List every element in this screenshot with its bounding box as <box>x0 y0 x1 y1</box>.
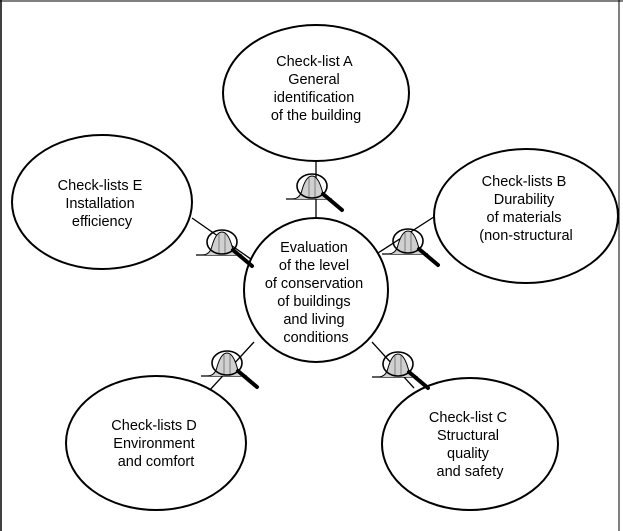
checklist-d-text: Check-lists D Environment and comfort <box>111 418 200 470</box>
magnifier-icon <box>199 349 259 389</box>
center-line-5: and living <box>283 312 344 328</box>
checklist-b-line-4: (non-structural <box>479 228 572 244</box>
center-line-2: of the level <box>279 258 349 274</box>
checklist-c-line-4: and safety <box>437 464 505 480</box>
checklist-a-line-3: identification <box>274 90 355 106</box>
checklist-e-text: Check-lists E Installation efficiency <box>58 178 147 230</box>
checklist-a-line-1: Check-list A <box>276 54 353 70</box>
checklist-c-line-3: quality <box>447 446 490 462</box>
checklist-e-line-3: efficiency <box>72 214 133 230</box>
checklist-c-node: Check-list C Structural quality and safe… <box>381 377 559 511</box>
checklist-a-line-2: General <box>288 72 340 88</box>
checklist-a-line-4: of the building <box>271 108 361 124</box>
checklist-b-text: Check-lists B Durability of materials (n… <box>479 174 572 244</box>
center-node: Evaluation of the level of conservation … <box>243 217 389 363</box>
magnifier-icon <box>284 172 344 212</box>
checklist-b-line-3: of materials <box>487 210 562 226</box>
checklist-d-line-3: and comfort <box>118 454 195 470</box>
center-text: Evaluation of the level of conservation … <box>265 240 367 346</box>
checklist-b-line-1: Check-lists B <box>482 174 567 190</box>
checklist-c-line-2: Structural <box>437 428 499 444</box>
checklist-d-line-2: Environment <box>113 436 194 452</box>
magnifier-icon <box>380 227 440 267</box>
checklist-a-text: Check-list A General identification of t… <box>271 54 361 124</box>
magnifier-icon <box>194 228 254 268</box>
checklist-d-line-1: Check-lists D <box>111 418 196 434</box>
checklist-a-node: Check-list A General identification of t… <box>222 24 410 162</box>
checklist-b-line-2: Durability <box>494 192 555 208</box>
checklist-e-line-2: Installation <box>65 196 134 212</box>
checklist-c-line-1: Check-list C <box>429 410 507 426</box>
center-line-1: Evaluation <box>280 240 348 256</box>
center-line-3: of conservation <box>265 276 363 292</box>
center-line-4: of buildings <box>277 294 350 310</box>
checklist-e-line-1: Check-lists E <box>58 178 143 194</box>
checklist-b-node: Check-lists B Durability of materials (n… <box>433 148 619 284</box>
checklist-d-node: Check-lists D Environment and comfort <box>65 375 247 511</box>
checklist-c-text: Check-list C Structural quality and safe… <box>429 410 511 480</box>
checklist-e-node: Check-lists E Installation efficiency <box>11 134 193 270</box>
magnifier-icon <box>370 350 430 390</box>
center-line-6: conditions <box>283 330 348 346</box>
